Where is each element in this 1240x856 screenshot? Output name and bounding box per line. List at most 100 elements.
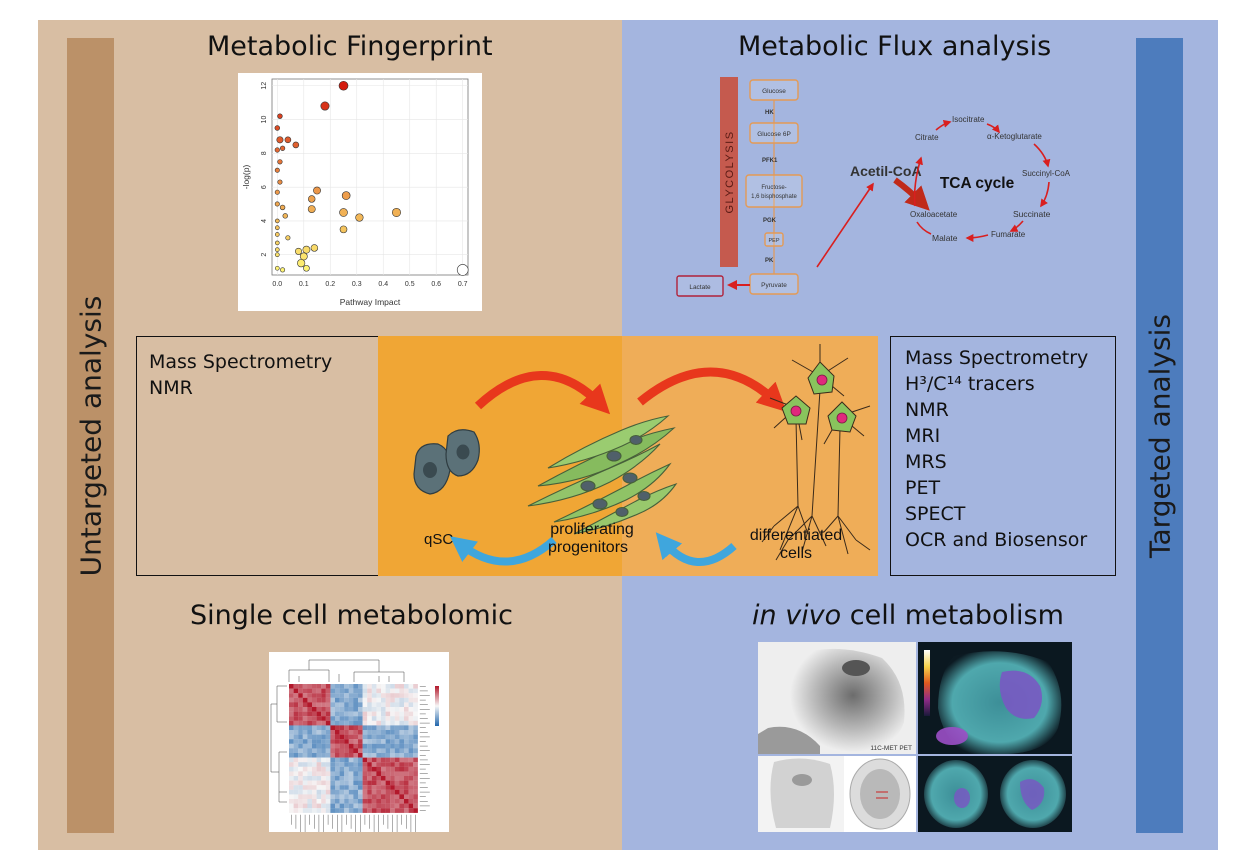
heatmap-cell [413, 753, 418, 758]
progenitors-label-line-2: progenitors [548, 539, 628, 556]
heatmap-cell [358, 799, 363, 804]
heatmap-cell [289, 730, 294, 735]
heatmap-cell [385, 693, 391, 698]
heatmap-cell [381, 720, 386, 726]
heatmap-cell [385, 716, 391, 721]
tca-cycle-title: TCA cycle [940, 175, 1015, 192]
heatmap-cell [339, 757, 345, 763]
heatmap-cell [335, 730, 340, 735]
heatmap-cell [312, 762, 317, 767]
heatmap-cell [371, 748, 377, 754]
heatmap-cell [367, 785, 372, 790]
heatmap-cell [289, 789, 294, 795]
in-vivo-rest: cell metabolism [841, 600, 1064, 631]
heatmap-cell [381, 789, 386, 795]
heatmap-cell [325, 743, 331, 749]
heatmap-cell [394, 711, 400, 717]
heatmap-cell [385, 794, 391, 800]
scatter-point [456, 264, 469, 276]
targeted-method-item: SPECT [905, 503, 966, 525]
heatmap-cell [348, 734, 354, 740]
heatmap-cell [293, 771, 299, 777]
heatmap-cell [344, 803, 349, 809]
heatmap-cell [348, 697, 354, 703]
heatmap-cell [302, 803, 308, 809]
heatmap-cell [376, 762, 382, 767]
heatmap-cell [298, 702, 303, 708]
heatmap-cell [316, 734, 322, 740]
tca-oxaloacetate: Oxaloacetate [910, 210, 958, 219]
scatter-point [274, 232, 280, 237]
heatmap-cell [385, 739, 391, 744]
heatmap-cell [298, 766, 303, 772]
heatmap-cell [390, 743, 395, 749]
heatmap-cell [302, 762, 308, 767]
heatmap-cell [330, 739, 336, 744]
heatmap-cell [325, 739, 331, 744]
targeted-method-item: MRS [905, 451, 947, 473]
heatmap-cell [394, 808, 400, 813]
heatmap-cell [307, 771, 313, 777]
heatmap-cell [371, 762, 377, 767]
heatmap-cell [390, 697, 395, 703]
heatmap-cell [298, 697, 303, 703]
heatmap-cell [316, 776, 322, 781]
heatmap-cell [353, 776, 359, 781]
heatmap-cell [312, 688, 317, 694]
heatmap-cell [408, 748, 414, 754]
heatmap-cell [307, 789, 313, 795]
heatmap-cell [348, 789, 354, 795]
heatmap-cell [325, 734, 331, 740]
heatmap-cell [381, 739, 386, 744]
heatmap-cell [293, 776, 299, 781]
heatmap-cell [316, 794, 322, 800]
heatmap-cell [344, 684, 349, 689]
heatmap-cell [367, 688, 372, 694]
heatmap-cell [335, 684, 340, 689]
heatmap-cell [302, 748, 308, 754]
heatmap-cell [413, 688, 418, 694]
heatmap-cell [371, 684, 377, 689]
heatmap-cell [321, 688, 326, 694]
heatmap-cell [394, 757, 400, 763]
heatmap-cell [394, 707, 400, 712]
heatmap-cell [330, 785, 336, 790]
heatmap-cell [367, 716, 372, 721]
scatter-point [339, 208, 348, 217]
heatmap-cell [394, 684, 400, 689]
heatmap-cell [376, 780, 382, 786]
heatmap-cell [321, 720, 326, 726]
heatmap-cell [404, 743, 409, 749]
scatter-point [338, 80, 349, 91]
heatmap-cell [325, 757, 331, 763]
heatmap-cell [353, 697, 359, 703]
heatmap-cell [307, 743, 313, 749]
heatmap-cell [293, 766, 299, 772]
heatmap-cell [371, 766, 377, 772]
heatmap-cell [316, 725, 322, 731]
heatmap-cell [371, 734, 377, 740]
heatmap-cell [325, 780, 331, 786]
fructose-line-1: Fructose- [761, 185, 786, 191]
heatmap-cell [321, 803, 326, 809]
heatmap-cell [339, 771, 345, 777]
enzyme-pfk1: PFK1 [762, 158, 778, 164]
heatmap-cell [335, 753, 340, 758]
heatmap-cell [321, 753, 326, 758]
heatmap-cell [344, 753, 349, 758]
heatmap-cell [321, 730, 326, 735]
heatmap-cell [302, 684, 308, 689]
heatmap-cell [298, 730, 303, 735]
scatter-point [274, 225, 280, 230]
heatmap-cell [390, 720, 395, 726]
heatmap-cell [399, 799, 405, 804]
differentiated-label-line-1: differentiated [750, 527, 842, 544]
heatmap-cell [376, 688, 382, 694]
qsc-label: qSC [424, 531, 453, 548]
heatmap-cell [358, 771, 363, 777]
heatmap-cell [394, 780, 400, 786]
heatmap-cell [358, 785, 363, 790]
heatmap-cell [362, 720, 368, 726]
heatmap-cell [289, 748, 294, 754]
heatmap-cell [385, 771, 391, 777]
